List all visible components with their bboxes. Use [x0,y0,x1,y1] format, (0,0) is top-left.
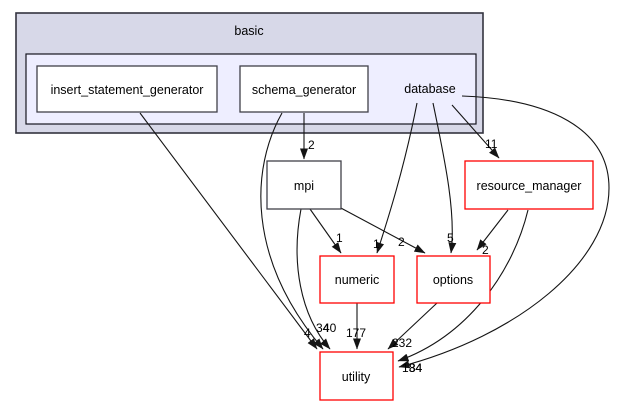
node-mpi-label[interactable]: mpi [294,179,314,193]
edge-label-schema-generator-utility: 34 [316,321,330,335]
node-database-label: database [404,82,455,96]
edge-database-to-options [432,102,457,254]
node-numeric[interactable]: numeric [319,255,395,304]
edge-database-to-numeric [376,102,418,254]
edge-label-numeric-utility: 177 [346,326,366,340]
edge-label-insert-statement-generator-utility: 4 [304,326,311,340]
edge-label-mpi-utility: 40 [323,321,337,335]
node-insert-statement-generator[interactable]: insert_statement_generator [36,65,218,113]
edge-database-to-utility [398,95,610,369]
edge-label-database-resource-manager: 11 [485,137,498,151]
edge-resource-manager-to-options [476,209,509,251]
edge-insert-statement-generator-to-utility [139,112,318,350]
edge-label-mpi-numeric: 1 [336,231,343,245]
edge-label-resource-manager-utility: 134 [402,361,422,375]
edge-label-options-utility: 232 [392,336,412,350]
node-schema-generator-label[interactable]: schema_generator [252,83,356,97]
edge-database-to-resource-manager [451,104,500,159]
node-options-label[interactable]: options [433,273,473,287]
cluster-basic-label: basic [234,24,263,38]
edge-label-schema-generator-mpi: 2 [308,138,315,152]
node-resource-manager[interactable]: resource_manager [464,160,594,210]
node-mpi[interactable]: mpi [266,160,342,210]
node-numeric-label[interactable]: numeric [335,273,379,287]
edge-label-resource-manager-options: 2 [482,243,489,257]
node-utility-label[interactable]: utility [342,370,371,384]
edge-label-database-numeric: 1 [373,237,380,251]
edge-mpi-to-numeric [309,208,342,254]
edge-mpi-to-options [338,206,426,254]
node-options[interactable]: options [416,255,491,304]
node-insert-statement-generator-label[interactable]: insert_statement_generator [51,83,204,97]
edge-schema-generator-to-utility [260,112,324,350]
node-schema-generator[interactable]: schema_generator [239,65,369,113]
node-resource-manager-label[interactable]: resource_manager [477,179,582,193]
edge-label-database-utility: 84 [409,361,423,375]
edge-options-to-utility [387,302,438,350]
edge-label-mpi-options: 2 [398,235,405,249]
edge-label-database-options: 5 [447,231,454,245]
node-utility[interactable]: utility [319,351,394,401]
edge-mpi-to-utility [296,208,331,350]
